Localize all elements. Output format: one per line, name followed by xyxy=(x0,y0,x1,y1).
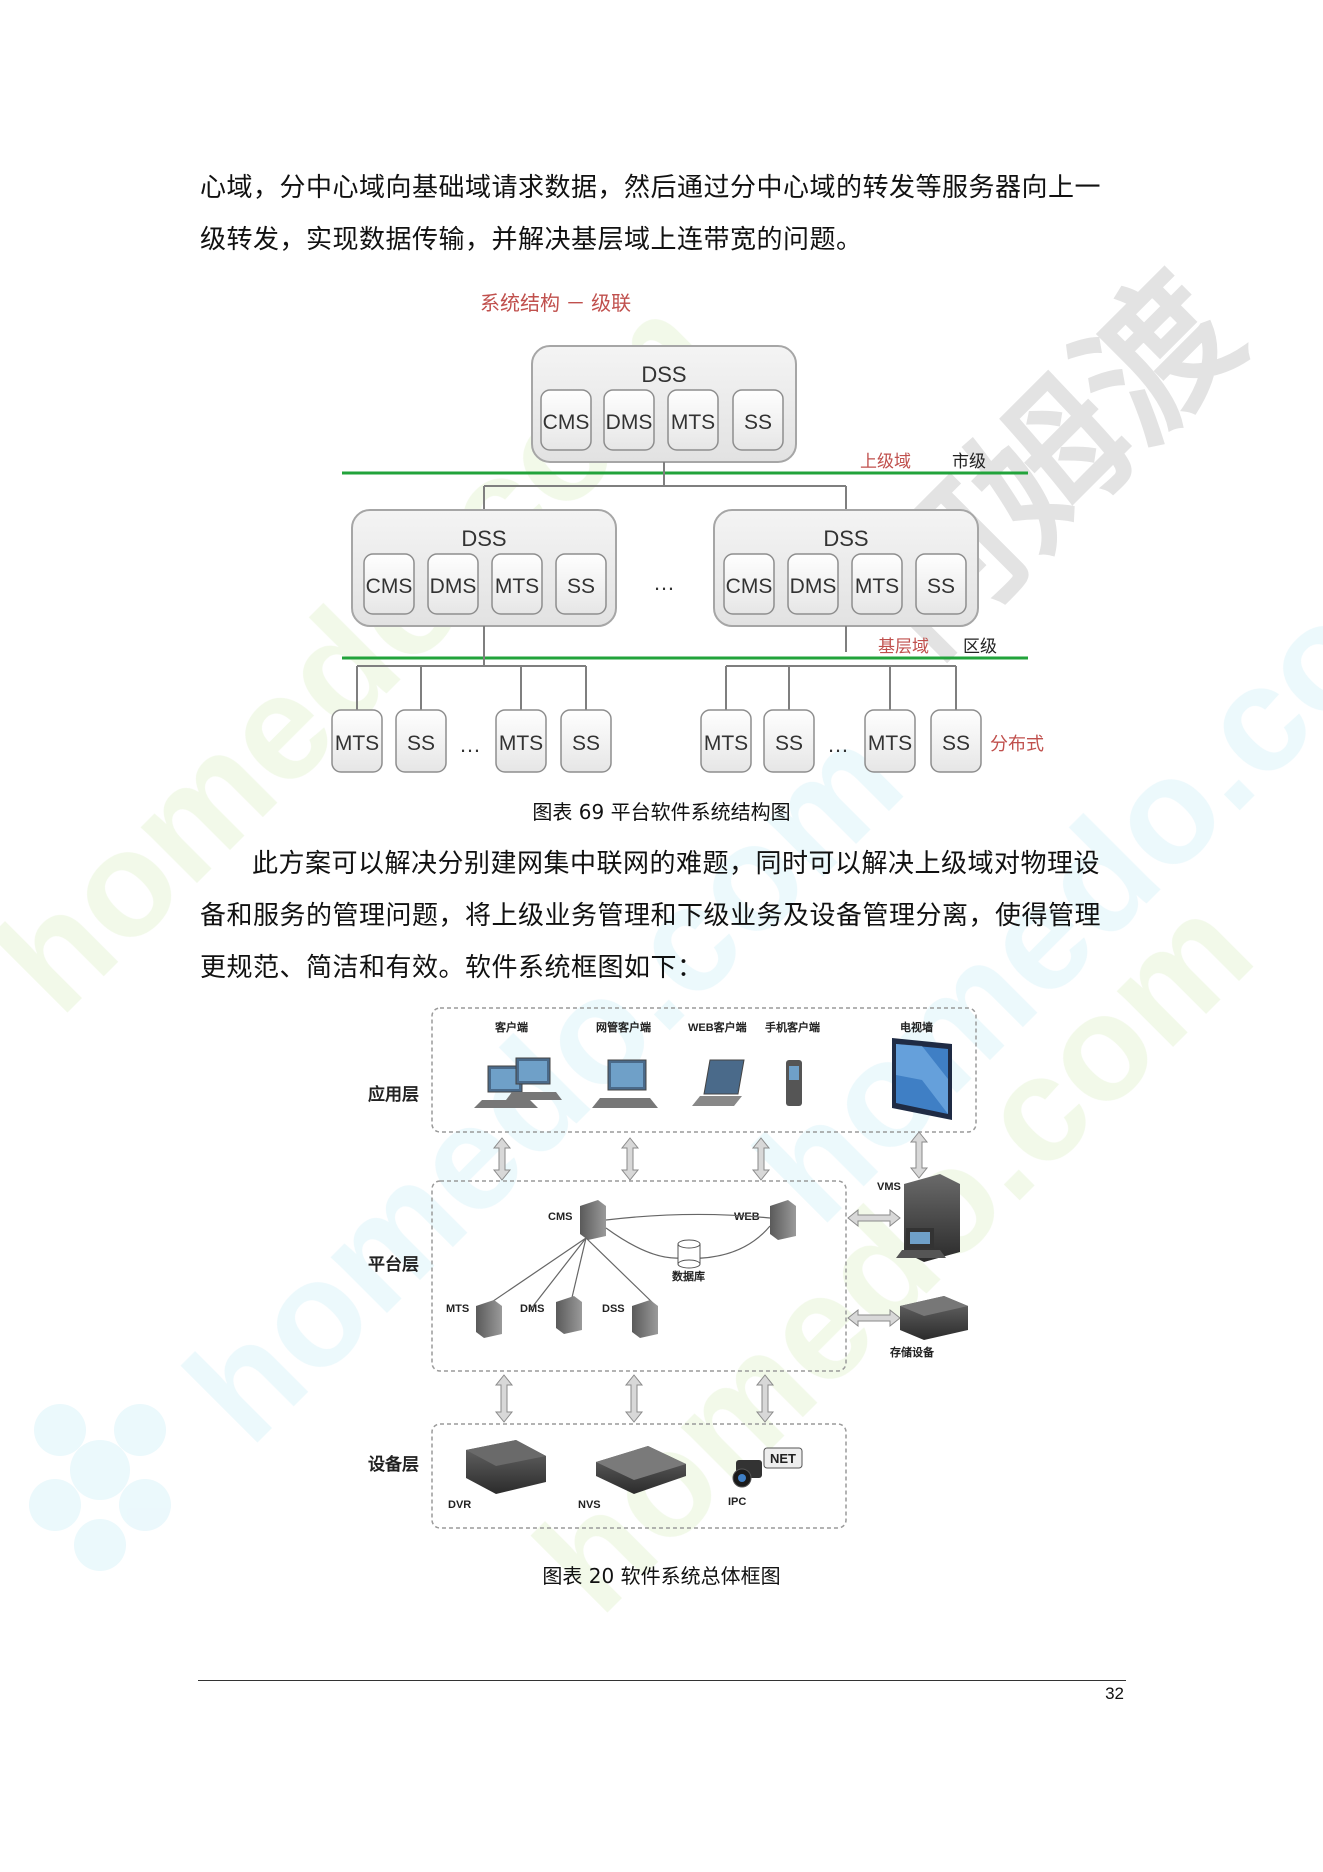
ipc-camera-icon xyxy=(732,1460,762,1488)
ipc-label: IPC xyxy=(728,1496,746,1508)
footer-rule xyxy=(198,1680,1126,1681)
paragraph-1-line-2: 级转发，实现数据传输，并解决基层域上连带宽的问题。 xyxy=(200,225,863,255)
figure-cascade-structure: 系统结构 － 级联 DSS CMS DMS MTS SS 上级域 市级 DSS … xyxy=(331,292,1044,773)
dss-server-icon xyxy=(632,1300,658,1338)
top-module-mts: MTS xyxy=(671,411,715,434)
dms-label: DMS xyxy=(520,1303,544,1315)
top-dss-label: DSS xyxy=(641,362,686,387)
device-layer-box xyxy=(431,1423,847,1529)
leaf-node-1: MTS xyxy=(335,732,379,755)
leaf-node-7: MTS xyxy=(868,732,912,755)
mts-server-icon xyxy=(476,1300,502,1338)
mts-label: MTS xyxy=(446,1303,469,1315)
vms-label: VMS xyxy=(877,1181,901,1193)
arrows xyxy=(492,1131,929,1423)
leaf-node-8: SS xyxy=(942,732,970,755)
database-label: 数据库 xyxy=(672,1269,705,1283)
figure2-caption: 图表 20 软件系统总体框图 xyxy=(542,1564,781,1588)
mid-dss-right-box: DSS CMS DMS MTS SS xyxy=(713,509,979,627)
net-label: NET xyxy=(770,1451,796,1466)
figure1-caption: 图表 69 平台软件系统结构图 xyxy=(532,800,791,824)
mid-right-module-dms: DMS xyxy=(790,575,837,598)
mid-dss-left-label: DSS xyxy=(461,526,506,551)
mid-dss-right-label: DSS xyxy=(823,526,868,551)
top-module-cms: CMS xyxy=(543,411,590,434)
cms-label: CMS xyxy=(548,1211,572,1223)
leaf-node-6: SS xyxy=(775,732,803,755)
city-level-label: 市级 xyxy=(952,452,986,471)
tv-wall-icon xyxy=(892,1038,952,1120)
dvr-icon xyxy=(466,1440,546,1494)
cms-server-icon xyxy=(580,1200,606,1240)
distributed-label: 分布式 xyxy=(990,734,1044,754)
top-module-dms: DMS xyxy=(606,411,653,434)
tv-wall-label: 电视墙 xyxy=(900,1020,933,1034)
paragraph-1-line-1: 心域，分中心域向基础域请求数据，然后通过分中心域的转发等服务器向上一 xyxy=(200,173,1102,203)
mid-dss-left-box: DSS CMS DMS MTS SS xyxy=(351,509,617,627)
storage-label: 存储设备 xyxy=(890,1345,935,1359)
leaf-node-2: SS xyxy=(407,732,435,755)
district-level-label: 区级 xyxy=(963,637,997,656)
web-client-label: WEB客户端 xyxy=(688,1020,747,1034)
leaf-ellipsis-left: … xyxy=(459,732,481,757)
page-number: 32 xyxy=(1105,1684,1124,1703)
nms-client-label: 网管客户端 xyxy=(596,1020,651,1034)
mid-right-module-mts: MTS xyxy=(855,575,899,598)
nvs-icon xyxy=(596,1446,686,1494)
mid-left-module-ss: SS xyxy=(567,575,595,598)
web-server-icon xyxy=(770,1200,796,1240)
top-dss-box: DSS CMS DMS MTS SS xyxy=(531,345,797,463)
application-layer-label: 应用层 xyxy=(368,1084,419,1104)
leaf-node-5: MTS xyxy=(704,732,748,755)
leaf-node-4: SS xyxy=(572,732,600,755)
leaf-node-3: MTS xyxy=(499,732,543,755)
application-layer-box xyxy=(431,1007,977,1133)
mid-right-module-ss: SS xyxy=(927,575,955,598)
mobile-phone-icon xyxy=(786,1060,802,1106)
mid-left-module-mts: MTS xyxy=(495,575,539,598)
net-badge: NET xyxy=(763,1447,803,1469)
paragraph-1: 心域，分中心域向基础域请求数据，然后通过分中心域的转发等服务器向上一 级转发，实… xyxy=(200,162,1120,266)
platform-layer-box xyxy=(431,1180,847,1372)
nms-client-pc-icon xyxy=(592,1059,658,1108)
laptop-icon xyxy=(692,1059,745,1106)
vms-server-icon xyxy=(896,1174,960,1262)
paragraph-2-line-3: 更规范、简洁和有效。软件系统框图如下： xyxy=(200,953,704,983)
web-label: WEB xyxy=(734,1211,760,1223)
platform-layer-label: 平台层 xyxy=(368,1254,419,1274)
mid-right-module-cms: CMS xyxy=(726,575,773,598)
dvr-label: DVR xyxy=(448,1499,471,1511)
mid-left-module-dms: DMS xyxy=(430,575,477,598)
dss-label: DSS xyxy=(602,1303,625,1315)
mobile-client-label: 手机客户端 xyxy=(765,1020,820,1034)
nvs-label: NVS xyxy=(578,1499,601,1511)
device-layer-label: 设备层 xyxy=(368,1454,419,1474)
client-label: 客户端 xyxy=(494,1020,528,1034)
client-pc-icon xyxy=(474,1057,562,1108)
figure1-title: 系统结构 － 级联 xyxy=(480,292,631,315)
leaf-ellipsis-right: … xyxy=(827,732,849,757)
paragraph-2-line-1: 此方案可以解决分别建网集中联网的难题，同时可以解决上级域对物理设 xyxy=(252,849,1101,879)
paragraph-2: 此方案可以解决分别建网集中联网的难题，同时可以解决上级域对物理设 备和服务的管理… xyxy=(200,838,1120,994)
figure-software-system: 应用层 平台层 设备层 客户端 网管客户端 WEB客户端 手机客户端 电视墙 xyxy=(368,1007,977,1529)
paragraph-2-line-2: 备和服务的管理问题，将上级业务管理和下级业务及设备管理分离，使得管理 xyxy=(200,901,1102,931)
dms-server-icon xyxy=(556,1296,582,1334)
top-module-ss: SS xyxy=(744,411,772,434)
leaf-nodes: MTS SS MTS SS MTS SS MTS SS xyxy=(331,709,982,773)
upper-domain-label: 上级域 xyxy=(860,452,911,471)
base-domain-label: 基层域 xyxy=(878,637,929,656)
database-icon xyxy=(677,1239,701,1269)
storage-device-icon xyxy=(900,1296,968,1340)
mid-left-module-cms: CMS xyxy=(366,575,413,598)
mid-ellipsis: … xyxy=(653,570,675,595)
